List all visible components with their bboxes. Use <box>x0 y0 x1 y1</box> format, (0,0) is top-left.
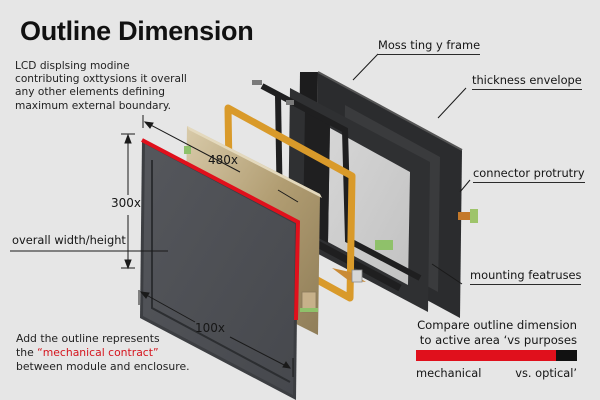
dimension-lines <box>10 53 471 377</box>
bracket-tabs <box>252 80 294 105</box>
callout-mounting-frame: Moss ting y frame <box>378 38 481 55</box>
label-mechanical: mechanical <box>416 366 482 380</box>
mechanical-contract-note: Add the outline represents the “mechanic… <box>16 332 190 374</box>
note-line: between module and enclosure. <box>16 360 190 373</box>
page-title: Outline Dimension <box>20 16 254 46</box>
callout-connector-protrusion: connector protrutry <box>473 166 585 183</box>
compare-caption: Compare outline dimension to active area… <box>417 318 577 348</box>
mechanical-contract-highlight: “mechanical contract” <box>37 346 159 359</box>
intro-line: LCD displsing modine <box>15 60 130 72</box>
mechanical-fill <box>416 350 557 361</box>
dimension-depth-label: 100x <box>195 321 226 335</box>
connector-protrusion <box>458 209 478 223</box>
note-line: Add the outline represents <box>16 332 160 345</box>
label-optical: vs. optical’ <box>515 366 577 380</box>
mechanical-vs-optical-bar <box>416 350 577 361</box>
intro-line: contributing oxttysions it overall <box>15 73 187 86</box>
intro-text: LCD displsing modine contributing oxttys… <box>15 60 220 113</box>
compare-line: Compare outline dimension <box>417 318 577 332</box>
intro-line: any other elements defining <box>15 86 166 99</box>
bar-labels: mechanical vs. optical’ <box>416 366 577 380</box>
callout-mounting-features: mounting featruses <box>470 268 582 285</box>
callout-thickness-envelope: thickness envelope <box>472 73 582 90</box>
lcd-panel <box>140 138 301 400</box>
compare-line: to active area ‘vs purposes <box>419 333 577 347</box>
intro-line: maximum external boundary. <box>15 99 172 112</box>
dimension-height-label: 300x <box>111 196 142 210</box>
callout-overall-width-height: overall width/height <box>12 233 126 247</box>
dimension-width-label: 480x <box>208 153 239 167</box>
note-prefix: the <box>16 346 38 359</box>
note-line: the “mechanical contract” <box>16 346 190 360</box>
